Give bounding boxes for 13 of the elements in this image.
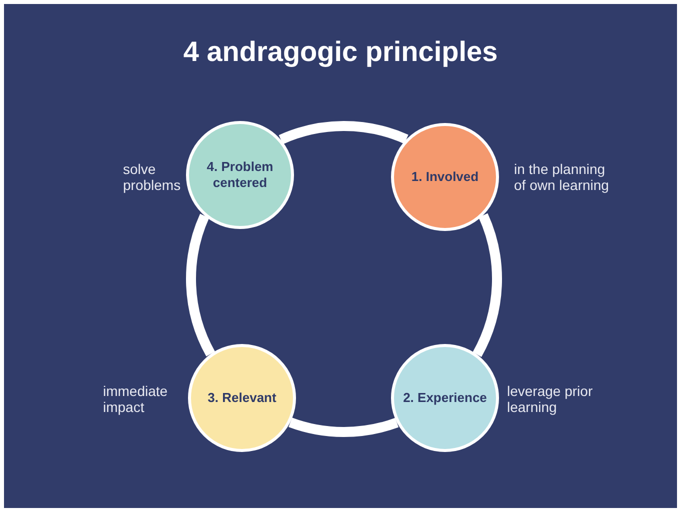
node-label: 4. Problem centered xyxy=(206,159,274,191)
ring-arc xyxy=(279,121,408,144)
node-label: 2. Experience xyxy=(402,390,488,406)
ring-arc xyxy=(186,214,216,356)
ring-arc xyxy=(472,214,502,357)
side-note: immediate impact xyxy=(103,383,169,415)
side-note: leverage prior learning xyxy=(507,383,594,415)
title: 4 andragogic principles xyxy=(183,35,498,69)
node-label: 3. Relevant xyxy=(206,390,278,406)
ring-arc xyxy=(288,418,398,437)
side-note: solve problems xyxy=(123,161,182,193)
node-label: 1. Involved xyxy=(410,169,480,185)
side-note: in the planning of own learning xyxy=(514,161,610,193)
